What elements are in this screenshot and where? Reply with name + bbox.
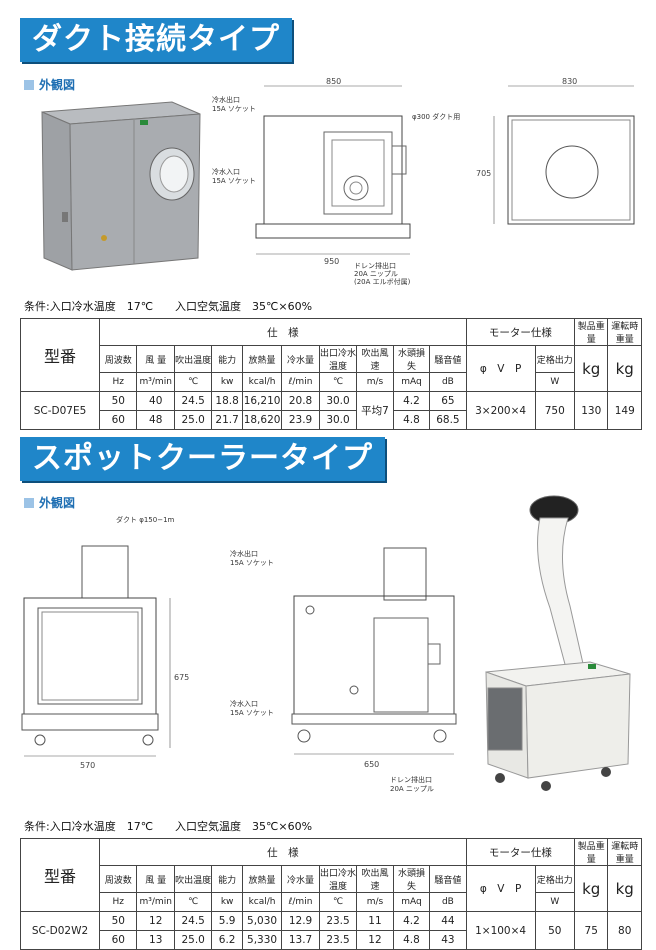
duct-unit-photo xyxy=(41,101,201,271)
svg-text:ダクト φ150−1m: ダクト φ150−1m xyxy=(116,515,175,524)
section1-title: ダクト接続タイプ xyxy=(20,18,292,62)
model-header: 型番 xyxy=(19,838,101,912)
duct-side-drawing: 830 705 xyxy=(476,77,635,225)
spot-cooler-photo xyxy=(485,495,631,791)
section2-title: スポットクーラータイプ xyxy=(20,437,385,481)
svg-text:950: 950 xyxy=(324,257,339,266)
svg-text:850: 850 xyxy=(326,77,341,86)
section1-spec-table: 型番 仕 様 モーター仕様 製品重量 運転時重量 周波数 風 量 吹出温度 能力… xyxy=(19,318,642,430)
section1-subtitle: 外観図 xyxy=(24,76,75,93)
square-bullet-icon xyxy=(24,80,34,90)
motor-header: モーター仕様 xyxy=(465,318,576,346)
model-header: 型番 xyxy=(19,318,101,392)
duct-front-drawing: 850 950 冷水出口 15A ソケット 冷水入口 15A ソケット φ300… xyxy=(212,77,460,286)
svg-text:20A ニップル: 20A ニップル xyxy=(354,270,398,278)
model-name: SC-D07E5 xyxy=(19,391,101,430)
weight-header: 製品重量 xyxy=(574,838,609,866)
svg-text:570: 570 xyxy=(80,761,95,770)
svg-text:冷水入口: 冷水入口 xyxy=(212,167,240,176)
svg-text:(20A エルボ付属): (20A エルボ付属) xyxy=(354,277,411,286)
square-bullet-icon xyxy=(24,498,34,508)
green-label-icon xyxy=(588,664,596,669)
svg-text:15A ソケット: 15A ソケット xyxy=(230,559,274,567)
svg-text:冷水出口: 冷水出口 xyxy=(212,95,240,104)
weight-header: 製品重量 xyxy=(574,318,609,346)
svg-text:冷水出口: 冷水出口 xyxy=(230,549,258,558)
svg-text:15A ソケット: 15A ソケット xyxy=(212,177,256,185)
op-weight-header: 運転時重量 xyxy=(607,838,642,866)
svg-text:675: 675 xyxy=(174,673,189,682)
svg-text:冷水入口: 冷水入口 xyxy=(230,699,258,708)
green-label-icon xyxy=(140,120,148,125)
svg-text:650: 650 xyxy=(364,760,379,769)
svg-text:ドレン排出口: ドレン排出口 xyxy=(354,261,396,270)
spot-side-drawing: 冷水出口 15A ソケット 冷水入口 15A ソケット 650 ドレン排出口 2… xyxy=(230,547,457,793)
svg-text:φ300 ダクト用: φ300 ダクト用 xyxy=(412,112,460,121)
svg-text:705: 705 xyxy=(476,169,491,178)
section2-conditions: 条件:入口冷水温度 17℃ 入口空気温度 35℃×60% xyxy=(24,820,313,833)
svg-text:15A ソケット: 15A ソケット xyxy=(230,709,274,717)
svg-text:ドレン排出口: ドレン排出口 xyxy=(390,775,432,784)
svg-text:15A ソケット: 15A ソケット xyxy=(212,105,256,113)
op-weight-header: 運転時重量 xyxy=(607,318,642,346)
spot-front-drawing: ダクト φ150−1m 570 675 xyxy=(21,515,189,770)
spec-header: 仕 様 xyxy=(99,318,467,346)
section1-conditions: 条件:入口冷水温度 17℃ 入口空気温度 35℃×60% xyxy=(24,300,313,313)
section2-subtitle: 外観図 xyxy=(24,494,75,511)
svg-text:830: 830 xyxy=(562,77,577,86)
svg-text:20A ニップル: 20A ニップル xyxy=(390,785,434,793)
section2-spec-table: 型番 仕 様 モーター仕様 製品重量 運転時重量 周波数 風 量 吹出温度 能力… xyxy=(19,838,642,950)
spec-header: 仕 様 xyxy=(99,838,467,866)
motor-header: モーター仕様 xyxy=(465,838,576,866)
